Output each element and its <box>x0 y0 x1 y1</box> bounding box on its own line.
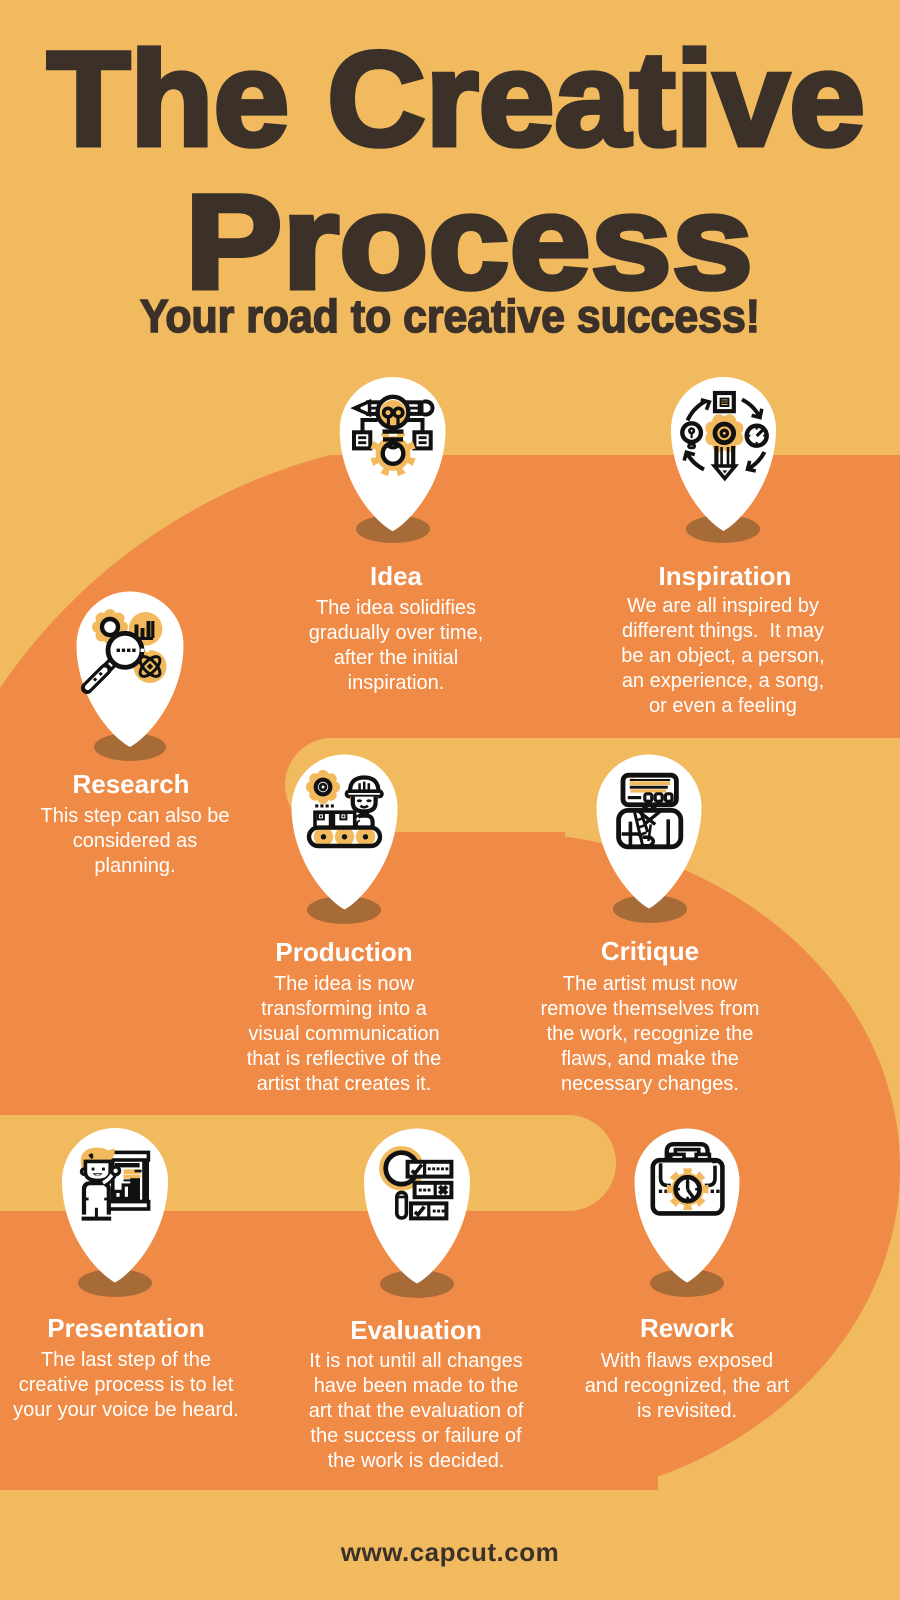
svg-text:Your road to creative success!: Your road to creative success! <box>140 290 760 342</box>
svg-text:The Creative: The Creative <box>47 25 865 174</box>
svg-text:Process: Process <box>185 168 753 317</box>
